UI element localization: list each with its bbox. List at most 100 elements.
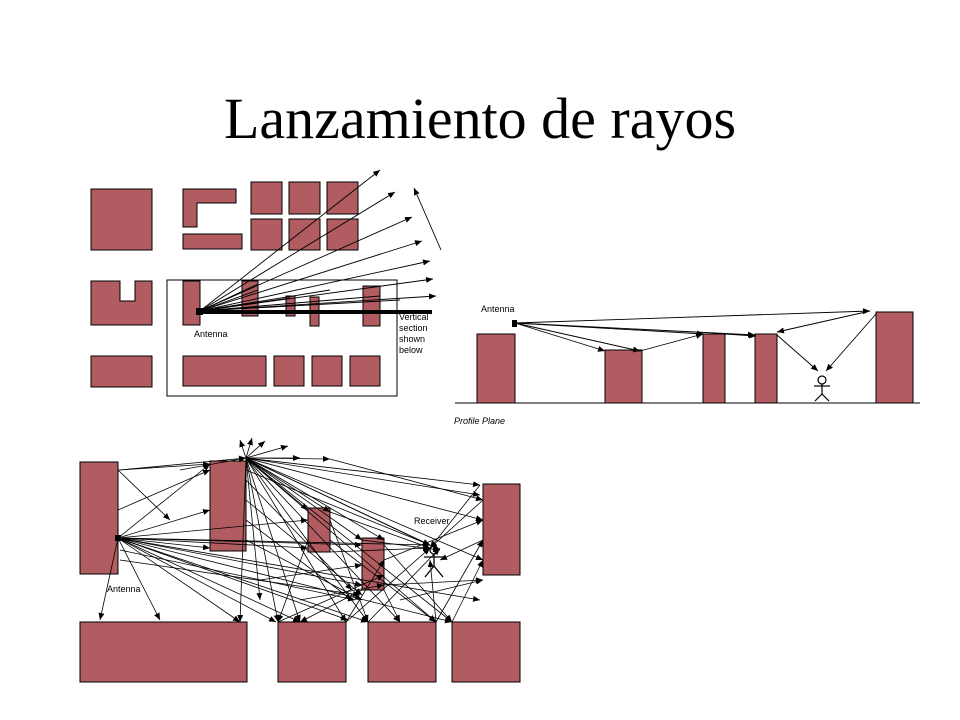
- ray: [117, 517, 309, 539]
- plan-buildings: [90, 181, 381, 388]
- ray: [245, 455, 331, 462]
- building: [79, 461, 119, 575]
- ray: [329, 539, 437, 623]
- ray: [329, 519, 369, 623]
- ray: [199, 191, 396, 312]
- ray: [245, 437, 253, 459]
- ray: [245, 457, 437, 623]
- ray: [277, 574, 385, 623]
- ray: [117, 463, 211, 539]
- ray: [119, 549, 356, 602]
- ray: [117, 537, 161, 621]
- ray: [413, 187, 442, 251]
- ray: [399, 578, 484, 601]
- building-u-shape: [90, 280, 153, 326]
- ray: [277, 539, 309, 623]
- ray: [825, 313, 877, 372]
- building: [367, 621, 437, 683]
- ray: [345, 559, 385, 623]
- ray: [329, 545, 431, 553]
- profile-view-panel: Antenna Profile Plane: [454, 304, 920, 426]
- ray: [117, 537, 211, 551]
- ray: [117, 537, 241, 623]
- section-label-line-4: below: [399, 345, 423, 355]
- ray: [245, 539, 363, 601]
- ray: [245, 457, 484, 522]
- building: [361, 537, 385, 591]
- ray: [245, 457, 453, 623]
- ray: [383, 519, 484, 561]
- ray: [199, 297, 291, 312]
- ray: [329, 458, 484, 502]
- ray: [117, 537, 453, 624]
- ray: [383, 589, 401, 623]
- profile-buildings: [476, 311, 914, 404]
- section-label-line-2: section: [399, 323, 428, 333]
- multipath-receiver-stick-figure-icon: [424, 545, 444, 578]
- ray: [514, 322, 606, 352]
- ray: [199, 299, 401, 312]
- ray: [117, 537, 301, 623]
- ray: [117, 537, 349, 621]
- building: [875, 311, 914, 404]
- plan-view-panel: Antenna Vertical section shown below: [90, 169, 442, 397]
- ray: [117, 469, 171, 521]
- section-label-line-3: shown: [399, 334, 425, 344]
- profile-plane-label: Profile Plane: [454, 416, 505, 426]
- ray: [514, 322, 641, 353]
- multipath-buildings: [79, 460, 521, 683]
- ray: [199, 289, 259, 312]
- ray: [245, 499, 363, 596]
- building: [451, 621, 521, 683]
- profile-antenna-label: Antenna: [481, 304, 515, 314]
- ray: [514, 308, 871, 324]
- ray: [245, 440, 266, 459]
- ray: [429, 484, 481, 549]
- ray: [514, 322, 756, 338]
- building: [349, 355, 381, 387]
- building: [277, 621, 347, 683]
- ray: [429, 499, 484, 549]
- ray: [245, 519, 353, 601]
- building: [182, 355, 267, 387]
- ray: [245, 469, 431, 546]
- building: [482, 483, 521, 576]
- building: [182, 233, 243, 250]
- building: [311, 355, 343, 387]
- multipath-antenna-marker: [115, 535, 121, 541]
- ray: [245, 457, 441, 551]
- building: [476, 333, 516, 404]
- multipath-view-panel: Antenna Receiver: [79, 437, 521, 683]
- ray: [245, 479, 353, 591]
- building: [288, 218, 321, 251]
- ray: [245, 457, 331, 513]
- plan-antenna-label: Antenna: [194, 329, 228, 339]
- ray: [117, 537, 277, 623]
- building: [182, 280, 201, 326]
- building: [288, 181, 321, 215]
- ray: [117, 537, 481, 602]
- ray: [199, 216, 413, 312]
- profile-receiver-stick-figure-icon: [814, 375, 830, 402]
- multipath-receiver-label: Receiver: [414, 516, 450, 526]
- ray: [245, 457, 369, 623]
- ray: [776, 310, 871, 334]
- building: [326, 181, 359, 215]
- plan-rays: [199, 169, 442, 312]
- multipath-rays: [98, 437, 484, 624]
- ray: [179, 456, 247, 471]
- ray: [259, 563, 363, 581]
- building: [90, 355, 153, 388]
- ray: [383, 544, 453, 623]
- building: [90, 188, 153, 251]
- building: [702, 333, 726, 404]
- ray: [383, 577, 484, 586]
- ray: [117, 509, 211, 539]
- ray: [117, 537, 309, 551]
- ray: [119, 559, 361, 597]
- ray: [776, 334, 819, 372]
- ray: [439, 539, 484, 561]
- slide-title: Lanzamiento de rayos: [223, 86, 737, 151]
- ray: [117, 469, 211, 511]
